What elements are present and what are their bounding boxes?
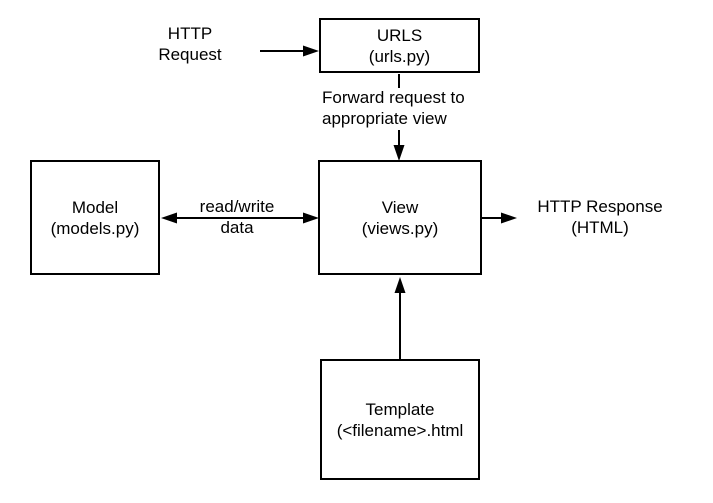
read-write-data-label-line1: read/write bbox=[199, 197, 275, 216]
urls-box-title: URLS bbox=[376, 25, 423, 45]
model-box-subtitle: (models.py) bbox=[50, 218, 140, 238]
http-request-label-line2: Request bbox=[158, 45, 222, 64]
forward-request-label-line2: appropriate view bbox=[322, 109, 447, 128]
model-box: Model (models.py) bbox=[30, 160, 160, 275]
urls-box-subtitle: (urls.py) bbox=[368, 46, 431, 66]
arrow-template-to-view bbox=[394, 277, 406, 360]
arrow-urls-to-view bbox=[393, 74, 405, 161]
template-box-title: Template bbox=[365, 399, 435, 419]
http-request-label-line1: HTTP bbox=[167, 24, 213, 43]
view-box-subtitle: (views.py) bbox=[361, 218, 439, 238]
forward-request-label-line1: Forward request to bbox=[322, 88, 465, 107]
template-box: Template (<filename>.html bbox=[320, 359, 480, 480]
http-response-label-line2: (HTML) bbox=[571, 218, 629, 237]
arrow-view-to-http-response bbox=[482, 212, 517, 224]
urls-box: URLS (urls.py) bbox=[319, 18, 480, 73]
http-request-label: HTTP Request bbox=[140, 23, 240, 65]
view-box: View (views.py) bbox=[318, 160, 482, 275]
read-write-data-label: read/write data bbox=[187, 196, 287, 238]
http-response-label: HTTP Response (HTML) bbox=[530, 196, 670, 238]
model-box-title: Model bbox=[71, 197, 119, 217]
http-response-label-line1: HTTP Response bbox=[537, 197, 663, 216]
template-box-subtitle: (<filename>.html bbox=[336, 420, 464, 440]
read-write-data-label-line2: data bbox=[220, 218, 254, 237]
arrow-model-view-bidirectional bbox=[161, 212, 319, 224]
arrow-http-request-to-urls bbox=[260, 45, 319, 57]
view-box-title: View bbox=[381, 197, 419, 217]
forward-request-label: Forward request to appropriate view bbox=[322, 87, 465, 129]
